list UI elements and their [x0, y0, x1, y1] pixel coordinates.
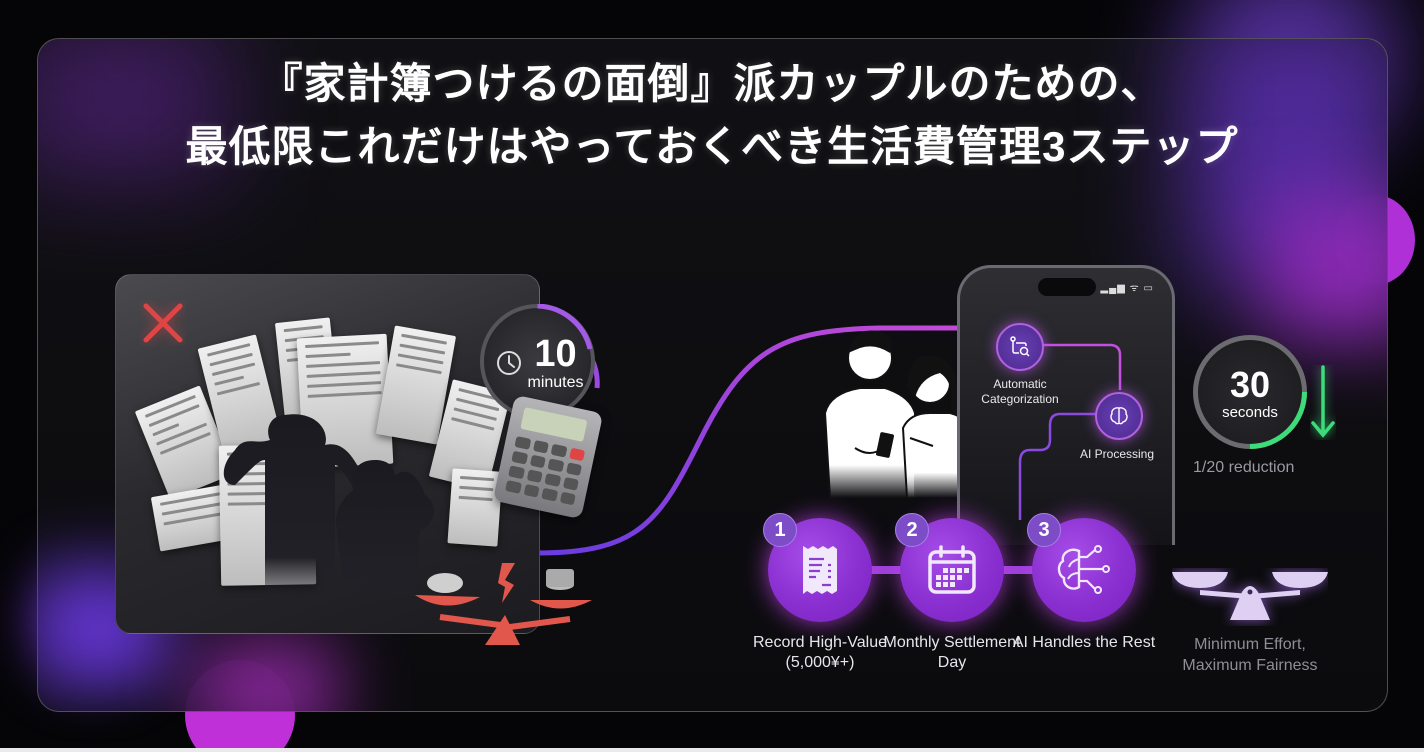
fairness-label: Minimum Effort, Maximum Fairness — [1182, 636, 1318, 674]
step-2-label: Monthly Settlement Day — [883, 634, 1021, 671]
before-timer-unit: minutes — [527, 374, 584, 391]
after-timer: 30 seconds — [1193, 335, 1307, 449]
ai-processing-node — [1095, 392, 1143, 440]
ai-brain-icon — [1057, 545, 1110, 594]
step-1-badge: 1 — [763, 513, 797, 547]
reduction-label: 1/20 reduction — [1193, 459, 1295, 476]
auto-categorization-label: Automatic Categorization — [981, 377, 1059, 406]
card-glow — [198, 639, 338, 711]
card-glow — [38, 39, 228, 179]
x-icon — [143, 303, 183, 343]
timer-progress-ring — [1249, 391, 1307, 449]
bottom-edge — [0, 748, 1424, 752]
phone-status-icons: ▂▄▆ ᯤ ▭ — [1100, 283, 1154, 294]
after-timer-value: 30 — [1229, 364, 1271, 405]
step-1-label: Record High-Value (5,000¥+) — [753, 634, 887, 671]
ai-processing-label: AI Processing — [1079, 447, 1155, 461]
timer-progress-ring — [537, 304, 593, 350]
after-timer-unit: seconds — [1222, 404, 1278, 421]
dynamic-island — [1038, 278, 1096, 296]
categorize-search-icon — [1010, 336, 1030, 357]
title-line-2: 最低限これだけはやっておくべき生活費管理3ステップ — [185, 123, 1239, 170]
brain-icon — [1110, 407, 1128, 425]
couple-with-phone-illustration — [823, 330, 974, 498]
before-timer-value: 10 — [534, 333, 577, 375]
receipt-icon — [803, 546, 837, 594]
title-line-1: 『家計簿つけるの面倒』派カップルのための、 — [260, 60, 1164, 107]
card-glow — [1267, 199, 1387, 339]
step-3-label: AI Handles the Rest — [1012, 634, 1156, 651]
calendar-icon — [928, 545, 976, 594]
down-arrow-icon — [1311, 365, 1335, 438]
step-3-badge: 3 — [1027, 513, 1061, 547]
step-connector — [1000, 566, 1035, 574]
auto-categorization-node — [996, 323, 1044, 371]
step-connector — [870, 566, 905, 574]
step-2-badge: 2 — [895, 513, 929, 547]
broken-scale-icon — [415, 563, 592, 645]
stressed-couple-silhouette-icon — [223, 414, 435, 605]
balance-scale-icon — [1172, 572, 1328, 620]
page-title: 『家計簿つけるの面倒』派カップルのための、 最低限これだけはやっておくべき生活費… — [0, 52, 1424, 178]
clock-icon — [497, 351, 521, 375]
